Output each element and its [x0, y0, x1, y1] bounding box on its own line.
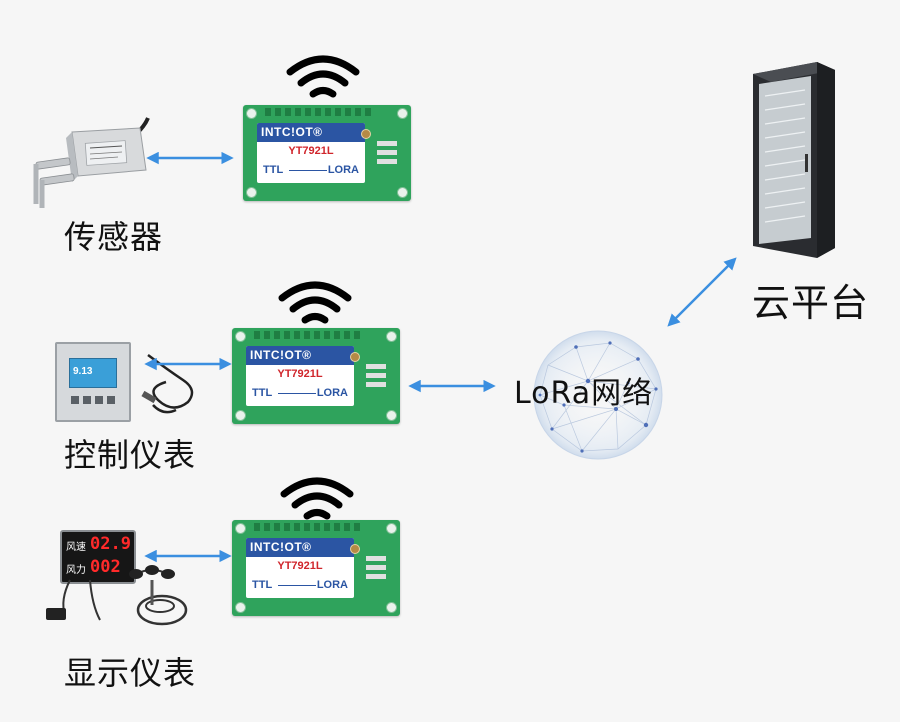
- controller-label: 控制仪表: [64, 436, 197, 474]
- module-brand: INTC!OT®: [246, 538, 354, 557]
- mounting-hole: [386, 410, 397, 421]
- module-ttl-label: TTL: [252, 387, 273, 399]
- pressure-sensor-icon: [33, 117, 150, 208]
- module-chip: INTC!OT® YT7921L TTL LORA: [257, 123, 365, 183]
- sensor-label: 传感器: [64, 218, 164, 256]
- cloud-link-arrow: [667, 257, 737, 327]
- controller-instrument: 9.13: [55, 342, 131, 422]
- wifi-icon: [278, 281, 352, 324]
- wifi-icon: [286, 55, 360, 98]
- display-row2-label: 风力: [66, 565, 86, 576]
- converter-line: [278, 585, 316, 586]
- module-led: [350, 352, 360, 362]
- cloud-label: 云平台: [752, 281, 870, 325]
- module-pads: [366, 364, 386, 390]
- module-lora-label: LORA: [316, 579, 348, 591]
- mounting-hole: [235, 602, 246, 613]
- converter-line: [278, 393, 316, 394]
- lora-module: INTC!OT® YT7921L TTL LORA: [232, 328, 400, 424]
- controller-buttons: [71, 396, 115, 404]
- mounting-hole: [235, 410, 246, 421]
- controller-reading: 9.13: [73, 366, 93, 377]
- server-cabinet-icon: [753, 62, 835, 258]
- module-lora-label: LORA: [316, 387, 348, 399]
- anemometer-icon: [46, 565, 188, 626]
- mounting-hole: [235, 331, 246, 342]
- module-chip: INTC!OT® YT7921L TTL LORA: [246, 538, 354, 598]
- module-lora-label: LORA: [327, 164, 359, 176]
- module-model: YT7921L: [288, 145, 334, 157]
- module-model: YT7921L: [277, 560, 323, 572]
- probe-cable-icon: [141, 353, 194, 414]
- display-panel: 风速 02.9 风力 002: [60, 530, 136, 584]
- network-globe-icon: [533, 330, 663, 460]
- module-led: [350, 544, 360, 554]
- converter-line: [289, 170, 327, 171]
- pin-header: [254, 331, 362, 339]
- controller-screen: [69, 358, 117, 388]
- module-chip: INTC!OT® YT7921L TTL LORA: [246, 346, 354, 406]
- module-model: YT7921L: [277, 368, 323, 380]
- module-pads: [377, 141, 397, 167]
- network-label: LoRa网络: [514, 376, 654, 411]
- mounting-hole: [397, 187, 408, 198]
- mounting-hole: [386, 523, 397, 534]
- module-ttl-label: TTL: [263, 164, 284, 176]
- mounting-hole: [246, 108, 257, 119]
- mounting-hole: [235, 523, 246, 534]
- mounting-hole: [397, 108, 408, 119]
- display-row1-label: 风速: [66, 542, 86, 553]
- module-pads: [366, 556, 386, 582]
- module-led: [361, 129, 371, 139]
- pin-header: [254, 523, 362, 531]
- module-brand: INTC!OT®: [246, 346, 354, 365]
- module-ttl-label: TTL: [252, 579, 273, 591]
- lora-module: INTC!OT® YT7921L TTL LORA: [232, 520, 400, 616]
- display-label: 显示仪表: [64, 654, 197, 692]
- mounting-hole: [386, 331, 397, 342]
- display-row1-value: 02.9: [90, 534, 131, 554]
- display-row2-value: 002: [90, 557, 121, 577]
- wifi-icon: [280, 477, 354, 520]
- mounting-hole: [246, 187, 257, 198]
- mounting-hole: [386, 602, 397, 613]
- module-brand: INTC!OT®: [257, 123, 365, 142]
- lora-module: INTC!OT® YT7921L TTL LORA: [243, 105, 411, 201]
- pin-header: [265, 108, 373, 116]
